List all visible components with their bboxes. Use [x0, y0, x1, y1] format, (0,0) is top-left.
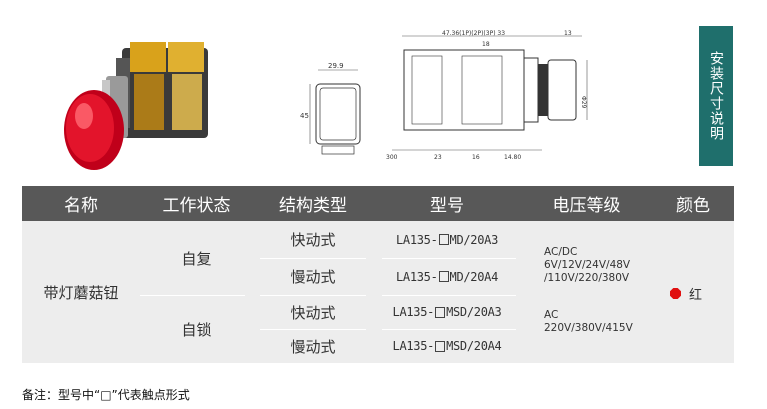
model-row-4: LA135-MSD/20A4 — [392, 339, 502, 353]
state-self-locking: 自锁 — [181, 320, 212, 339]
divider — [260, 258, 366, 259]
header-voltage: 电压等级 — [552, 196, 621, 216]
installation-dimensions-tab[interactable]: 安装尺寸说明 — [699, 26, 733, 166]
divider — [140, 295, 245, 296]
front-view-drawing: 29.9 45 — [300, 62, 361, 155]
dim-b2: 23 — [434, 154, 442, 161]
color-red: 红 — [670, 284, 702, 303]
divider — [382, 258, 516, 259]
type-slow-1: 慢动式 — [290, 268, 336, 286]
divider — [260, 295, 366, 296]
divider — [382, 295, 516, 296]
product-image — [64, 42, 208, 170]
dim-b5: 18 — [482, 41, 490, 48]
dim-top: 47.36(1P)(2P)(3P) 33 — [442, 30, 505, 37]
header-name: 名称 — [64, 196, 98, 216]
voltage-ac: AC 220V/380V/415V — [544, 309, 633, 334]
voltage-acdc: AC/DC 6V/12V/24V/48V /110V/220/380V — [544, 246, 631, 284]
header-type: 结构类型 — [279, 196, 347, 216]
type-fast-1: 快动式 — [290, 231, 336, 249]
dim-width: 29.9 — [328, 62, 344, 70]
model-row-2: LA135-MD/20A4 — [395, 269, 499, 284]
dim-b4: 14.80 — [504, 154, 521, 161]
divider — [382, 329, 516, 330]
contact-placeholder-box — [438, 234, 449, 245]
dim-diameter: Φ29 — [580, 96, 587, 109]
dim-flange: 13 — [564, 30, 572, 37]
state-auto-reset: 自复 — [181, 249, 212, 268]
type-slow-2: 慢动式 — [290, 337, 336, 356]
dim-b3: 16 — [472, 154, 480, 161]
dim-b1: 300 — [386, 154, 398, 161]
table-header: 名称 工作状态 结构类型 型号 电压等级 颜色 — [22, 186, 734, 221]
side-tab-label: 安装尺寸说明 — [708, 51, 724, 141]
footnote: 备注：型号中“□”代表触点形式 — [22, 388, 190, 402]
spec-table: 名称 工作状态 结构类型 型号 电压等级 颜色 带灯蘑菇钮 自复 自锁 快动式 … — [22, 186, 734, 363]
red-dot-icon — [670, 288, 681, 299]
contact-placeholder-box — [438, 271, 449, 282]
type-fast-2: 快动式 — [290, 303, 336, 322]
contact-placeholder-box — [435, 340, 446, 352]
divider — [260, 329, 366, 330]
product-name: 带灯蘑菇钮 — [43, 283, 119, 302]
header-state: 工作状态 — [162, 196, 231, 216]
dim-height: 45 — [300, 112, 309, 120]
header-color: 颜色 — [676, 196, 710, 216]
header-model: 型号 — [430, 196, 464, 216]
model-row-3: LA135-MSD/20A3 — [392, 305, 502, 319]
model-row-1: LA135-MD/20A3 — [395, 232, 499, 247]
contact-placeholder-box — [435, 306, 446, 318]
side-view-drawing: 47.36(1P)(2P)(3P) 33 13 Φ29 300 23 16 14… — [386, 30, 588, 161]
